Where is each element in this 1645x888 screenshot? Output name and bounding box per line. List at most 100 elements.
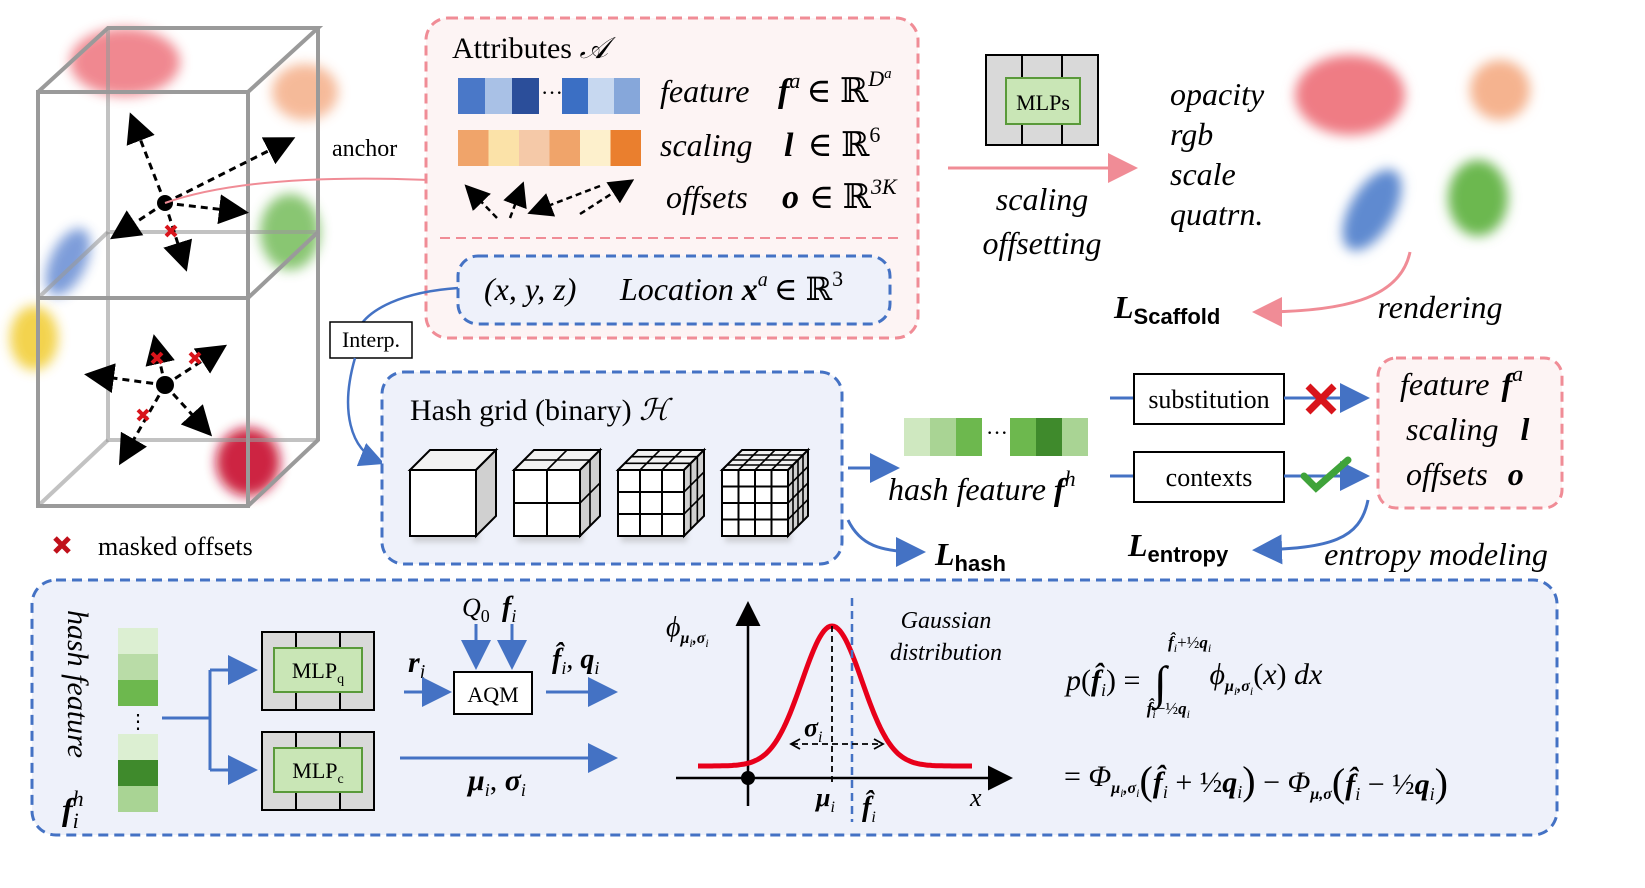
feature-cell xyxy=(562,78,588,114)
interp-to-hashgrid-arrow xyxy=(346,357,385,467)
rendered-gaussians xyxy=(1295,55,1530,251)
offsets-arrows-icon xyxy=(464,179,635,219)
contexts-label: contexts xyxy=(1166,463,1253,492)
feature-formula: fa∈ ℝDa xyxy=(778,66,892,110)
gaussian-blob-orange xyxy=(272,64,338,120)
probability-formula: p(f̂i) = ∫ f̂i+½qi f̂i−½qi ϕμi,σi(x) dx … xyxy=(1064,632,1448,805)
loss-entropy: Lentropy xyxy=(1127,527,1229,567)
aqm-box xyxy=(453,671,533,715)
hash-grid-levels xyxy=(407,447,811,542)
scaling-cell xyxy=(580,130,611,166)
scaling-cell xyxy=(458,130,489,166)
entropy-modeling-label: entropy modeling xyxy=(1324,536,1548,572)
masked-offset-marks xyxy=(136,224,202,422)
anchor-point-bottom xyxy=(156,376,174,394)
sigma-label: σi xyxy=(804,713,822,746)
hash-feature-cell xyxy=(956,418,982,456)
box-feature-row: feature fa xyxy=(1400,361,1523,402)
plot-origin xyxy=(741,771,755,785)
anchor-attributes-box xyxy=(1376,356,1564,510)
hash-grid-cube-level-4 xyxy=(719,447,811,542)
loss-hash: Lhash xyxy=(934,536,1006,576)
column-ellipsis: ⋮ xyxy=(128,711,148,733)
substitution-label: substitution xyxy=(1148,385,1269,414)
hash-grid-title: Hash grid (binary) ℋ xyxy=(410,393,673,428)
scaling-cell xyxy=(549,130,580,166)
gaussian-blob-red xyxy=(70,28,180,96)
q0-label: Q0 xyxy=(462,593,490,626)
entropy-arrow xyxy=(1252,499,1370,565)
column-cell xyxy=(118,734,158,760)
fanout-arrows xyxy=(162,655,258,785)
anchor-cuboid: anchor masked offsets xyxy=(10,26,431,561)
substitution-box xyxy=(1133,373,1285,425)
gaussian-label-1: Gaussian xyxy=(901,608,992,634)
aqm-label: AQM xyxy=(467,682,518,707)
cross-icon xyxy=(1305,383,1337,415)
feature-ellipsis: ··· xyxy=(541,80,563,105)
check-icon xyxy=(1300,456,1352,493)
scaling-cell xyxy=(488,130,519,166)
location-box xyxy=(456,254,892,326)
fi-label: fi xyxy=(502,592,516,626)
contexts-box xyxy=(1133,451,1285,503)
box-scaling-row: scaling l xyxy=(1406,411,1529,447)
interp-label: Interp. xyxy=(342,327,400,352)
feature-cell xyxy=(458,78,485,114)
loss-scaffold: LScaffold xyxy=(1113,289,1220,329)
output-attribute: quatrn. xyxy=(1170,196,1263,232)
location-to-interp-line xyxy=(358,286,459,327)
bottom-feature-column xyxy=(118,628,158,812)
mlp-q-block: MLPq xyxy=(261,631,375,711)
process-offsetting: offsetting xyxy=(982,225,1101,261)
fhat-q-label: f̂i, qi xyxy=(552,642,599,678)
hash-feature-ellipsis: ··· xyxy=(986,420,1008,445)
scaling-formula: l∈ ℝ6 xyxy=(784,122,880,164)
feature-cell xyxy=(614,78,640,114)
column-cell xyxy=(118,680,158,706)
gaussian-plot: ϕμi,σi σi μi f̂i x Gaussian distribution xyxy=(666,598,1013,826)
masked-legend-icon xyxy=(53,536,71,554)
phi-label: ϕμi,σi xyxy=(666,612,709,650)
rendering-label: rendering xyxy=(1377,289,1502,325)
column-cell xyxy=(118,628,158,654)
location-formula: Location xa∈ ℝ3 xyxy=(619,266,843,307)
feature-cell xyxy=(485,78,512,114)
mlp-c-label: MLPc xyxy=(292,758,343,787)
interp-box xyxy=(329,321,413,359)
hash-grid-cube-level-1 xyxy=(407,447,499,542)
mlp-q-label: MLPq xyxy=(292,658,344,687)
hash-feature-cell xyxy=(904,418,930,456)
anchor-link-line xyxy=(164,177,431,204)
feature-name: feature xyxy=(660,73,749,109)
mlp-c-block: MLPc xyxy=(261,731,375,811)
feature-cell xyxy=(512,78,539,114)
mu-sigma-label: μi, σi xyxy=(466,764,526,800)
output-attribute: opacity xyxy=(1170,76,1265,112)
scaling-name: scaling xyxy=(660,127,752,163)
masked-offsets-label: masked offsets xyxy=(98,532,253,561)
hash-grid-cube-level-3 xyxy=(615,447,707,542)
column-cell xyxy=(118,654,158,680)
scaling-vector-bar xyxy=(458,130,641,166)
cuboid-frame xyxy=(36,26,324,508)
column-cell xyxy=(118,786,158,812)
hash-grid-cube-level-2 xyxy=(511,447,603,542)
output-attribute: scale xyxy=(1170,156,1236,192)
hash-feature-cell xyxy=(1010,418,1036,456)
hashgrid-to-loss-arrow xyxy=(846,519,926,567)
mlps-label: MLPs xyxy=(1016,90,1070,115)
hash-feature-cell xyxy=(930,418,956,456)
mlps-inner xyxy=(1005,77,1081,125)
x-axis-label: x xyxy=(969,783,982,812)
mu-axis-label: μi xyxy=(814,783,835,816)
column-cell xyxy=(118,760,158,786)
bottom-hash-feature-label: hash feature xyxy=(61,610,94,758)
process-scaling: scaling xyxy=(996,181,1088,217)
offsets-name: offsets xyxy=(666,179,748,215)
offsets-formula: o∈ ℝ3K xyxy=(782,174,898,216)
box-offsets-row: offsets o xyxy=(1406,456,1524,492)
rendering-arrow xyxy=(1252,251,1412,327)
